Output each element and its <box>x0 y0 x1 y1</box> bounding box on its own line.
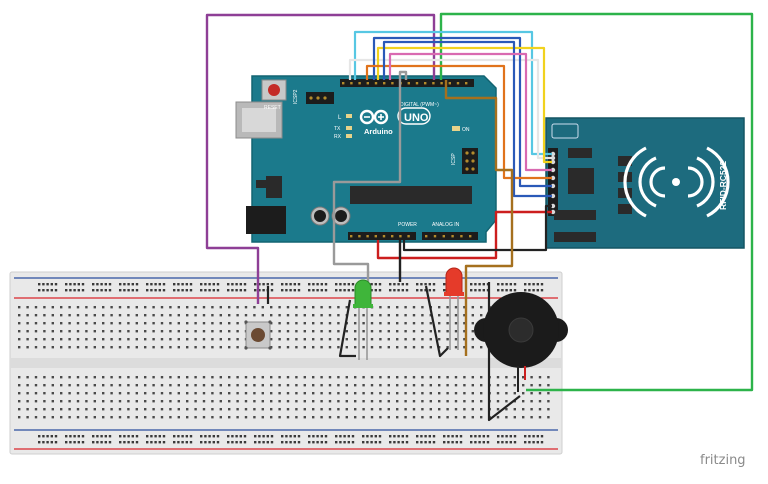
green-led <box>353 279 373 360</box>
fritzing-watermark: fritzing <box>700 453 746 468</box>
reset-label: RESET <box>264 105 281 111</box>
wire-green <box>439 12 754 392</box>
wire-black-led2 <box>424 285 449 358</box>
top-power-rail <box>14 277 558 299</box>
rfid-chip <box>568 168 594 194</box>
model-label: UNO <box>404 112 429 124</box>
power-jack <box>246 206 286 234</box>
atmega-chip <box>350 186 472 204</box>
wire-blue-1 <box>372 36 552 188</box>
wires <box>205 12 754 422</box>
wire-blue-2 <box>382 40 552 198</box>
digital-label: DIGITAL (PWM~) <box>400 102 439 108</box>
breadboard <box>9 271 563 455</box>
analog-header <box>422 232 478 240</box>
piezo-buzzer <box>474 292 568 392</box>
pushbutton <box>244 320 272 350</box>
led-on-label: ON <box>462 127 470 133</box>
power-label: POWER <box>398 222 417 228</box>
led-l-label: L <box>338 115 342 121</box>
led-rx-label: RX <box>334 134 342 140</box>
rfid-module: RFID-RC522 <box>545 117 745 249</box>
arduino-logo: Arduino UNO <box>359 107 431 136</box>
bottom-power-rail <box>14 429 558 450</box>
led-tx-label: TX <box>334 126 341 132</box>
wire-pink <box>388 52 552 172</box>
power-header <box>348 232 416 240</box>
analog-label: ANALOG IN <box>432 222 460 228</box>
wire-brown <box>444 80 514 356</box>
icsp2-label: ICSP2 <box>293 89 299 104</box>
breadboard-holes <box>18 283 550 444</box>
wire-purple <box>205 13 436 304</box>
red-led <box>444 267 464 350</box>
wire-black-rfid <box>402 204 552 252</box>
brand-label: Arduino <box>364 127 393 136</box>
wire-orange <box>365 64 552 180</box>
wire-gray <box>332 70 408 292</box>
wire-yellow <box>376 46 552 164</box>
icsp-label: ICSP <box>451 153 457 165</box>
digital-header <box>340 79 474 87</box>
arduino-uno-board: RESET ICSP2 DIGITAL (PWM~) L TX RX ON Ar… <box>235 75 497 243</box>
antenna-icon <box>623 146 730 218</box>
wire-white <box>348 58 552 160</box>
wire-black-led1 <box>338 299 356 358</box>
rfid-label: RFID-RC522 <box>718 161 728 210</box>
wire-red <box>376 210 552 260</box>
